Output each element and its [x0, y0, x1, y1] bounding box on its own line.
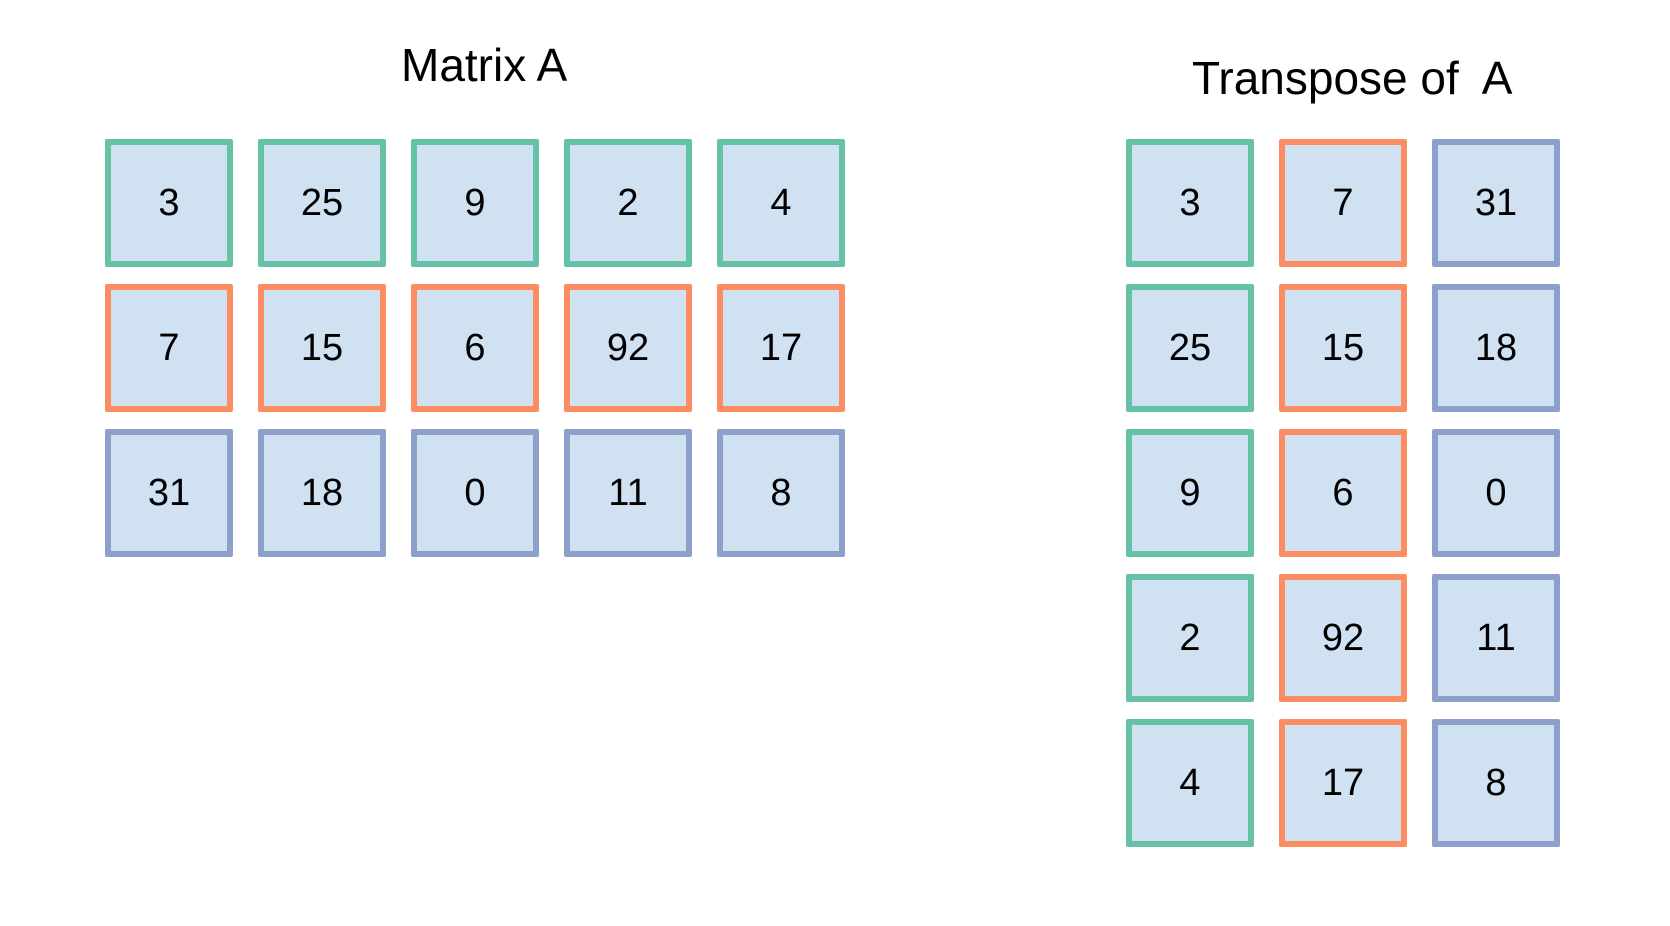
transpose-cell: 4	[1126, 719, 1254, 847]
transpose-cell: 2	[1126, 574, 1254, 702]
matrix-a-cell: 25	[258, 139, 386, 267]
transpose-cell: 31	[1432, 139, 1560, 267]
matrix-a-cell: 6	[411, 284, 539, 412]
transpose-cell: 6	[1279, 429, 1407, 557]
matrix-a-cell: 11	[564, 429, 692, 557]
matrix-a-cell: 3	[105, 139, 233, 267]
matrix-a-cell: 92	[564, 284, 692, 412]
matrix-a-title: Matrix A	[401, 39, 568, 91]
transpose-cell: 0	[1432, 429, 1560, 557]
transpose-cell: 92	[1279, 574, 1407, 702]
transpose-cell: 15	[1279, 284, 1407, 412]
matrix-a-cell: 17	[717, 284, 845, 412]
matrix-a-cell: 0	[411, 429, 539, 557]
matrix-a-cell: 8	[717, 429, 845, 557]
transpose-cell: 25	[1126, 284, 1254, 412]
matrix-a-cell: 9	[411, 139, 539, 267]
transpose-cell: 8	[1432, 719, 1560, 847]
transpose-cell: 11	[1432, 574, 1560, 702]
transpose-cell: 18	[1432, 284, 1560, 412]
matrix-a-cell: 15	[258, 284, 386, 412]
transpose-title: Transpose of A	[1192, 52, 1513, 104]
transpose-cell: 7	[1279, 139, 1407, 267]
matrix-a-cell: 2	[564, 139, 692, 267]
matrix-a-cell: 18	[258, 429, 386, 557]
transpose-cell: 3	[1126, 139, 1254, 267]
matrix-a-cell: 31	[105, 429, 233, 557]
transpose-cell: 17	[1279, 719, 1407, 847]
matrix-a-cell: 7	[105, 284, 233, 412]
matrix-a-cell: 4	[717, 139, 845, 267]
transpose-cell: 9	[1126, 429, 1254, 557]
